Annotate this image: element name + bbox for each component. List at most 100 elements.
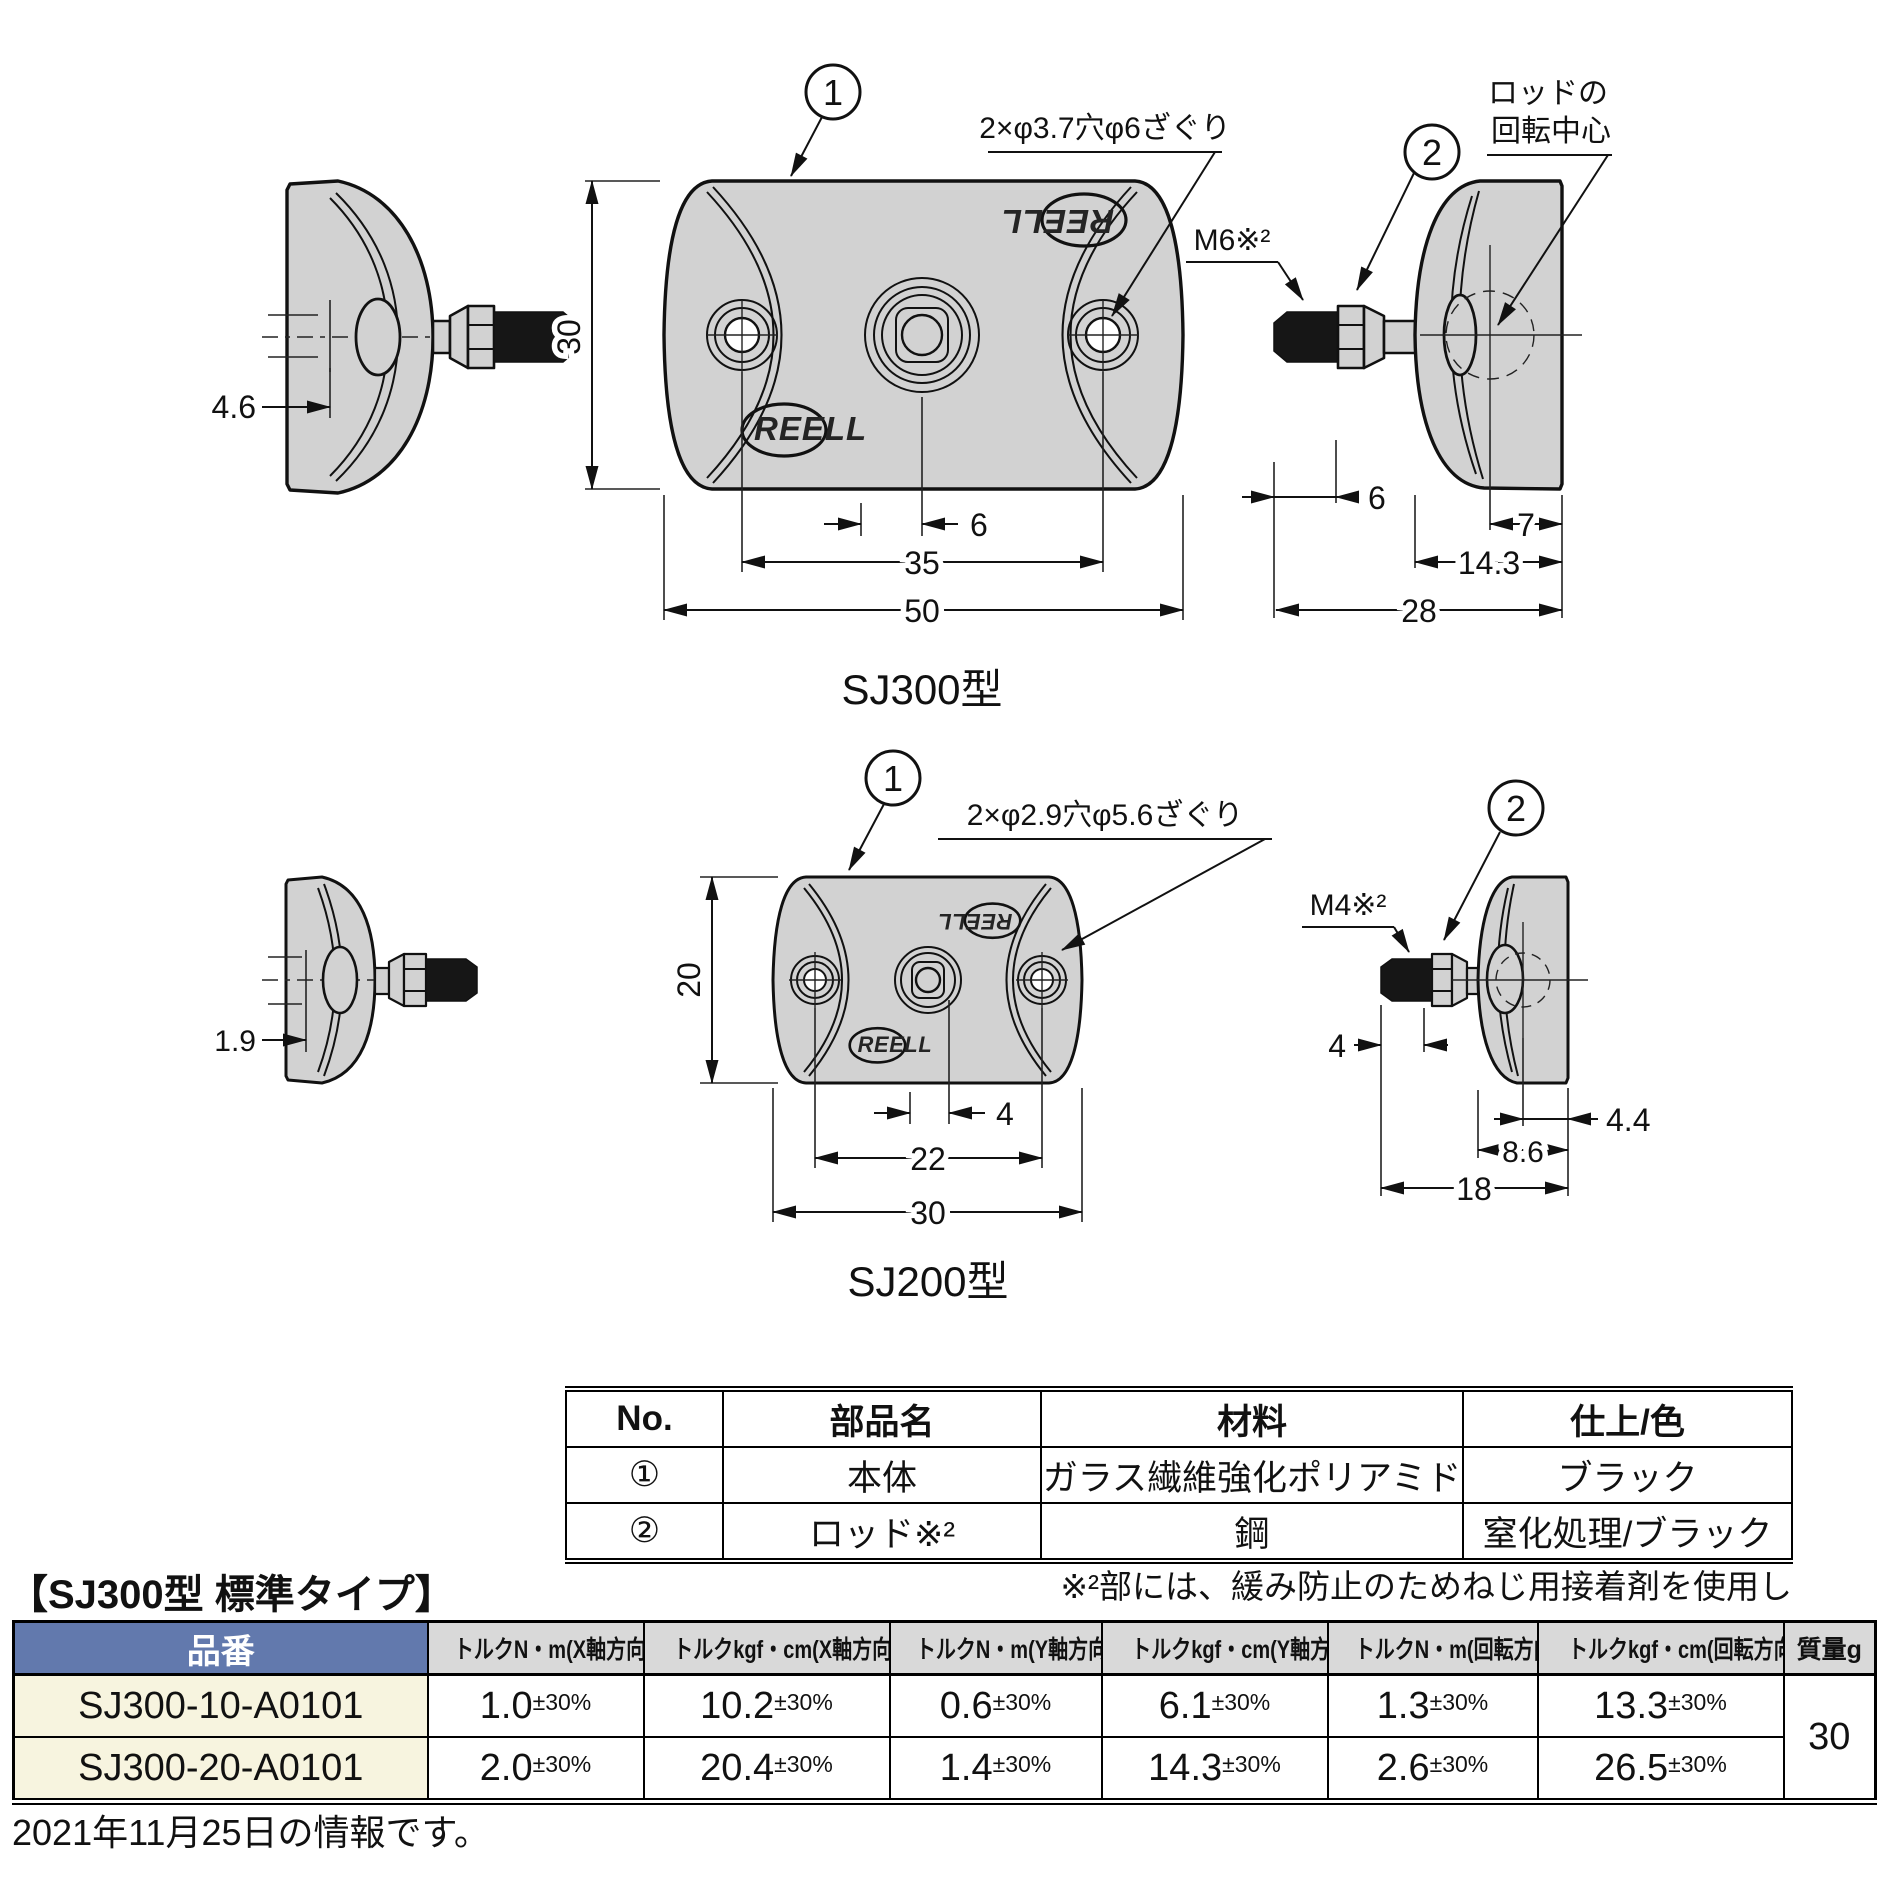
col-header-material: 材料 [1040,1388,1464,1448]
technical-drawing-canvas: 4.6 30 [206,63,1656,1305]
dim-label-28: 28 [1401,593,1437,629]
dim-label-35: 35 [904,545,940,581]
col-header-part-name: 部品名 [722,1388,1042,1448]
threaded-stud [425,958,478,1002]
col-header-torque-nm-y: トルクN・m(Y軸方向) [888,1620,1103,1676]
center-boss [894,946,962,1014]
col-header-mass: 質量g [1782,1620,1877,1676]
dim-label-18: 18 [1456,1171,1492,1207]
threaded-stud [1380,958,1433,1002]
table-row: ① 本体 ガラス繊維強化ポリアミド ブラック [565,1446,1793,1504]
dim-sj200-height: 20 [666,876,778,1084]
dim-label-offset-6: 6 [970,507,988,543]
dim-label-50: 50 [904,593,940,629]
center-boss [864,277,980,393]
dim-label-4-6: 4.6 [212,389,256,425]
torque-value: 1.4±30% [888,1736,1103,1803]
torque-value: 20.4±30% [642,1736,891,1803]
part-finish: ブラック [1462,1446,1793,1504]
mount-hole-right [1067,299,1139,372]
dim-sj300-bottom: 6 35 50 [663,372,1184,635]
thread-note-text: M6※² [1194,224,1271,257]
dim-label-30: 30 [551,319,587,355]
hole-note-sj200: 2×φ2.9穴φ5.6ざぐり [938,799,1272,951]
col-header-torque-kgf-x: トルクkgf・cm(X軸方向) [642,1620,891,1676]
callout-1-sj300: 1 [790,63,862,177]
parts-table-header-row: No. 部品名 材料 仕上/色 [565,1388,1793,1448]
hole-note-text: 2×φ3.7穴φ6ざぐり [979,112,1231,145]
dim-label-rod-6: 6 [1368,480,1386,516]
mount-hole-right [1016,952,1068,1008]
rotation-note-line2: 回転中心 [1491,115,1611,148]
table-row: SJ300-20-A0101 2.0±30% 20.4±30% 1.4±30% … [12,1736,1876,1803]
svg-text:REELL: REELL [1001,203,1114,240]
dim-label-4-4: 4.4 [1606,1102,1650,1138]
sj300-label: SJ300型 [841,666,1002,713]
dim-sj300-height: 30 [546,180,660,490]
mass-value: 30 [1782,1673,1877,1803]
part-no: ① [565,1446,724,1504]
thread-note-sj200: M4※² [1302,889,1410,953]
table-row: ② ロッド※² 鋼 窒化処理/ブラック [565,1502,1793,1562]
hole-note-text: 2×φ2.9穴φ5.6ざぐり [967,799,1244,832]
info-date-footer: 2021年11月25日の情報です。 [12,1812,490,1853]
torque-value: 26.5±30% [1536,1736,1785,1803]
mount-hole-left [706,299,778,372]
sj300-right-side-view [1273,179,1582,491]
dim-label-22: 22 [910,1141,946,1177]
torque-value: 1.0±30% [426,1673,645,1738]
sj200-left-side-view [262,875,478,1085]
torque-value: 6.1±30% [1100,1673,1329,1738]
col-header-torque-nm-x: トルクN・m(X軸方向) [426,1620,645,1676]
torque-value: 13.3±30% [1536,1673,1785,1738]
threaded-stud [1273,311,1339,363]
sj300-drawing: 4.6 30 [206,63,1612,713]
col-header-torque-kgf-y: トルクkgf・cm(Y軸方向) [1100,1620,1329,1676]
rotation-center-note: ロッドの 回転中心 [1487,77,1612,326]
dim-sj300-side-offset: 4.6 [206,368,331,431]
dim-label-1-9: 1.9 [214,1025,256,1058]
thread-note-text: M4※² [1310,889,1387,922]
torque-value: 10.2±30% [642,1673,891,1738]
part-number: SJ300-20-A0101 [12,1736,429,1803]
part-name: 本体 [722,1446,1042,1504]
reell-logo-bottom: REELL [740,402,866,458]
dim-label-7: 7 [1517,507,1535,543]
sj300-front-view: REELL REELL [662,179,1185,491]
torque-value: 2.0±30% [426,1736,645,1803]
part-finish: 窒化処理/ブラック [1462,1502,1793,1562]
dim-label-rod-4: 4 [1328,1028,1346,1064]
sj200-label: SJ200型 [847,1258,1008,1305]
dim-sj300-right: 6 7 14.3 28 [1242,430,1563,635]
reell-logo-bottom: REELL [848,1026,933,1064]
parts-table: No. 部品名 材料 仕上/色 ① 本体 ガラス繊維強化ポリアミド ブラック ②… [565,1386,1793,1564]
callout-1-number: 1 [883,758,903,799]
part-name: ロッド※² [722,1502,1042,1562]
callout-2-number: 2 [1506,788,1526,829]
dim-sj200-right: 4 4.4 8.6 18 [1323,1005,1656,1213]
col-header-torque-kgf-rot: トルクkgf・cm(回転方向) [1536,1620,1785,1676]
svg-text:REELL: REELL [938,909,1013,934]
part-number: SJ300-10-A0101 [12,1673,429,1738]
table-row: SJ300-10-A0101 1.0±30% 10.2±30% 0.6±30% … [12,1673,1877,1803]
dim-label-20: 20 [671,962,707,998]
col-header-part-number: 品番 [12,1620,429,1676]
part-no: ② [565,1502,724,1562]
svg-text:REELL: REELL [858,1032,933,1057]
sj300-left-side-view [262,179,577,495]
torque-value: 14.3±30% [1100,1736,1329,1803]
sj200-drawing: 1.9 20 [209,749,1656,1305]
dim-sj200-side-offset: 1.9 [209,1010,307,1064]
hole-note-sj300: 2×φ3.7穴φ6ざぐり [979,112,1231,317]
col-header-torque-nm-rot: トルクN・m(回転方向) [1326,1620,1539,1676]
callout-2-number: 2 [1422,132,1442,173]
spec-header-row: 品番 トルクN・m(X軸方向) トルクkgf・cm(X軸方向) トルクN・m(Y… [12,1620,1877,1676]
part-material: ガラス繊維強化ポリアミド [1040,1446,1464,1504]
callout-2-sj200: 2 [1443,779,1545,941]
sj200-right-side-view [1380,875,1588,1085]
callout-1-number: 1 [823,72,843,113]
rotation-note-line1: ロッドの [1488,77,1608,110]
dim-label-8-6: 8.6 [1502,1136,1544,1169]
col-header-no: No. [565,1388,724,1448]
